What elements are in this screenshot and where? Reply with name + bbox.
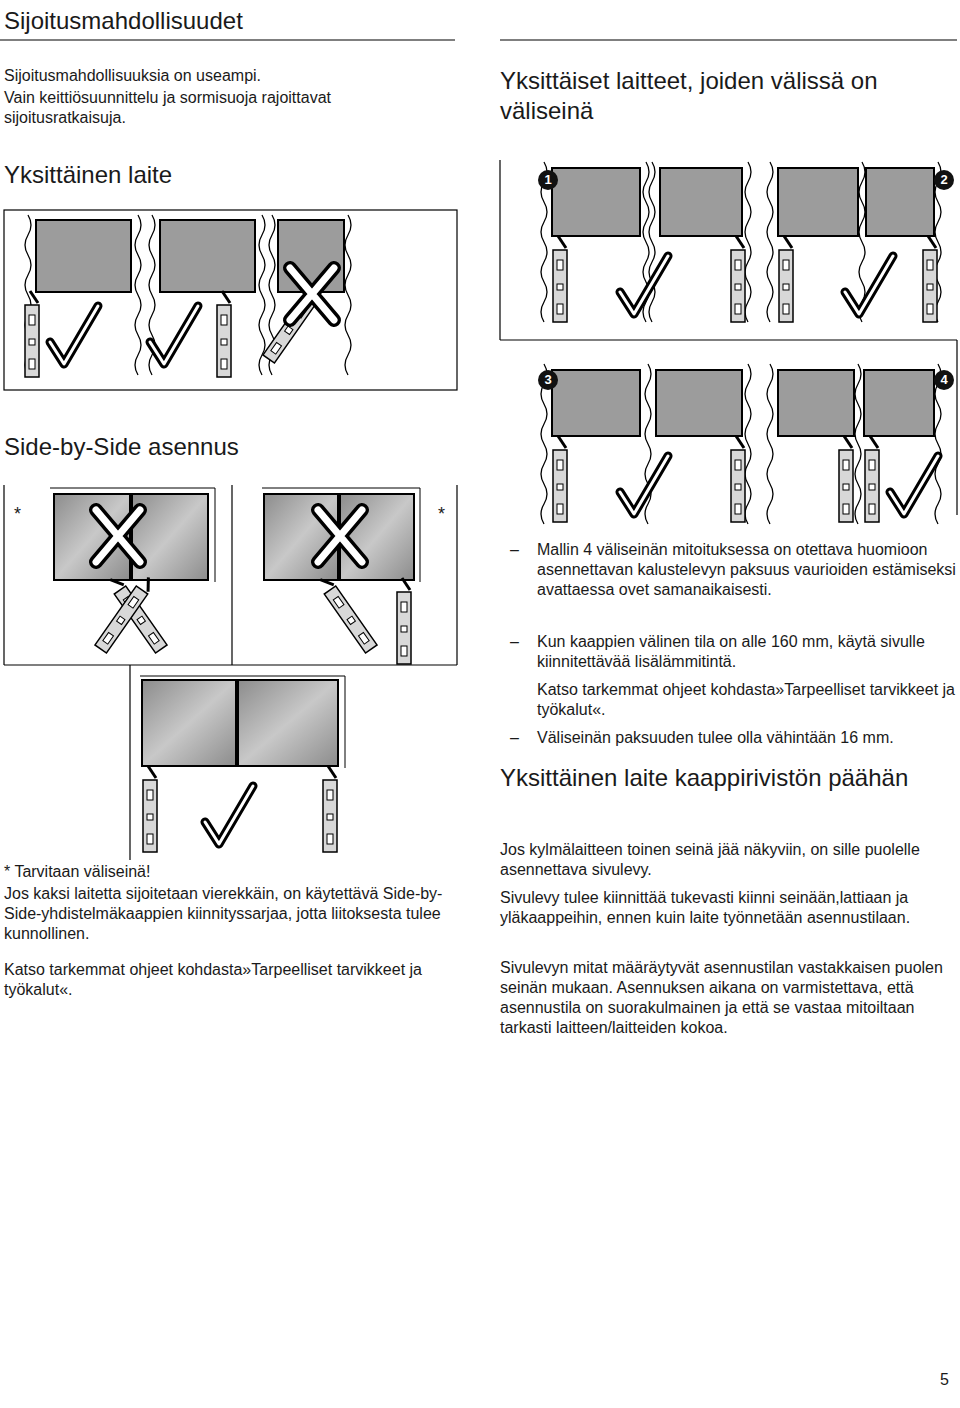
section-heading: Yksittäinen laite — [4, 160, 404, 190]
side-by-side-figure — [4, 485, 457, 860]
section-heading: Yksittäiset laitteet, joiden välissä on … — [500, 66, 950, 126]
callout-text: 3 — [544, 373, 551, 387]
callout-number: 4 — [934, 370, 954, 390]
body-text: Sivulevy tulee kiinnittää tukevasti kiin… — [500, 888, 945, 928]
single-appliance-figure — [4, 210, 457, 390]
body-text: Jos kylmälaitteen toinen seinä jää näkyv… — [500, 840, 945, 880]
callout-number: 3 — [538, 370, 558, 390]
partition-figure — [500, 160, 957, 524]
bullet-dash: – — [510, 540, 530, 560]
callout-text: 2 — [940, 173, 947, 187]
bullet-text: Väliseinän paksuuden tulee olla vähintää… — [537, 728, 957, 748]
bullet-dash: – — [510, 632, 530, 652]
body-text: Sivulevyn mitat määräytyvät asennustilan… — [500, 958, 945, 1038]
callout-number: 1 — [538, 170, 558, 190]
bullet-text: Kun kaappien välinen tila on alle 160 mm… — [537, 632, 957, 672]
asterisk-mark: * — [438, 504, 458, 524]
callout-number: 2 — [934, 170, 954, 190]
callout-text: 1 — [544, 173, 551, 187]
body-text: Jos kaksi laitetta sijoitetaan vierekkäi… — [4, 884, 459, 944]
section-heading: Side-by-Side asennus — [4, 432, 454, 462]
page-number: 5 — [940, 1370, 960, 1390]
body-text: Katso tarkemmat ohjeet kohdasta»Tarpeell… — [4, 960, 424, 1000]
footnote: * Tarvitaan väliseinä! — [4, 862, 454, 882]
asterisk-mark: * — [14, 504, 34, 524]
section-heading: Yksittäinen laite kaappirivistön päähän — [500, 762, 920, 794]
body-text: Katso tarkemmat ohjeet kohdasta»Tarpeell… — [537, 680, 957, 720]
page-title: Sijoitusmahdollisuudet — [4, 6, 454, 36]
bullet-dash: – — [510, 728, 530, 748]
intro-text: Sijoitusmahdollisuuksia on useampi. — [4, 66, 444, 86]
intro-text: Vain keittiösuunnittelu ja sormisuoja ra… — [4, 88, 399, 128]
callout-text: 4 — [940, 373, 947, 387]
bullet-text: Mallin 4 väliseinän mitoituksessa on ote… — [537, 540, 957, 600]
